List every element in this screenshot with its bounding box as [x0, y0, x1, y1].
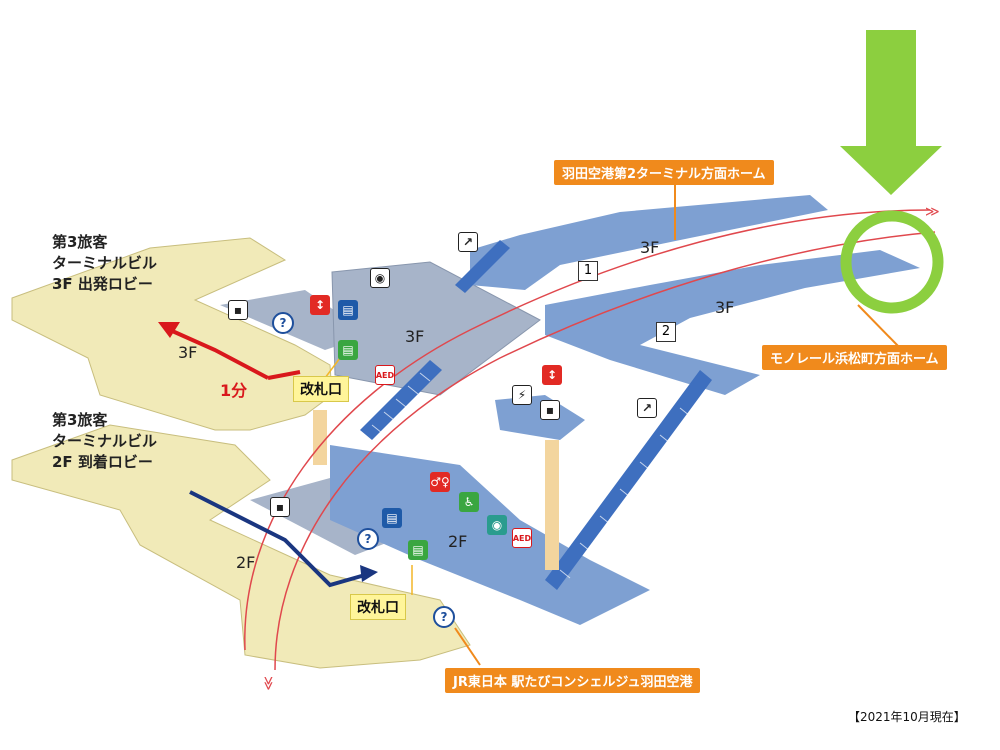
callout-haneda-t2-platform: 羽田空港第2ターミナル方面ホーム: [554, 160, 774, 185]
ticket-office-icon-2f: ▤: [382, 508, 402, 528]
terminal-3f-label: 第3旅客 ターミナルビル 3F 出発ロビー: [52, 232, 157, 295]
track-arrow-top: ≫: [925, 204, 940, 220]
elevator-icon-island: ↕: [542, 365, 562, 385]
ticket-gate-icon-lower: ▤: [408, 540, 428, 560]
outlet-icon: ⚡: [512, 385, 532, 405]
callout-concierge: JR東日本 駅たびコンシェルジュ羽田空港: [445, 668, 701, 693]
floor-label-3f-platform1: 3F: [640, 238, 660, 257]
pillar-left: [313, 410, 327, 465]
escalator-icon-top: ↗: [458, 232, 478, 252]
upper-corridor: [220, 290, 370, 350]
arrival-route-arrowhead: [360, 565, 378, 582]
highlight-arrow-head: [840, 146, 942, 195]
escalator-top: [455, 240, 510, 293]
terminal-2f-label: 第3旅客 ターミナルビル 2F 到着ロビー: [52, 410, 157, 473]
arrival-route-arrow: [189, 490, 366, 588]
escalator-left: [360, 360, 442, 440]
ticket-gate-lower: 改札口: [350, 594, 406, 620]
ticket-office-icon: ▤: [338, 300, 358, 320]
terminal-2f-line3: 2F 到着ロビー: [52, 453, 153, 471]
platform-number-2: 2: [656, 322, 676, 342]
highlight-arrow-shaft: [866, 30, 916, 148]
accessible-toilet-icon: ♿: [459, 492, 479, 512]
info-icon: ?: [272, 312, 294, 334]
ticket-gate-icon-upper: ▤: [338, 340, 358, 360]
terminal-3f-line2: ターミナルビル: [52, 254, 158, 272]
aed-icon-lower: AED: [512, 528, 532, 548]
callout-hamamatsucho-platform: モノレール浜松町方面ホーム: [762, 345, 947, 370]
track-line-inner: [274, 231, 936, 671]
track-arrow-bottom: ≫: [260, 676, 276, 691]
floor-label-2f-left: 2F: [236, 553, 256, 572]
staff-icon-2f: ▪: [270, 497, 290, 517]
escalator-right: [545, 370, 712, 590]
platform-number-1: 1: [578, 261, 598, 281]
escalator-icon-right: ↗: [637, 398, 657, 418]
floor-label-2f-mid: 2F: [448, 532, 468, 551]
concierge-info-icon: ?: [433, 606, 455, 628]
highlight-circle: [840, 210, 944, 314]
staff-icon: ▪: [228, 300, 248, 320]
locker-icon: ◉: [370, 268, 390, 288]
nursing-room-icon: ◉: [487, 515, 507, 535]
walk-route-arrowhead: [158, 322, 180, 338]
walk-time: 1分: [220, 381, 248, 400]
floor-label-3f-center: 3F: [405, 327, 425, 346]
floor-label-3f-platform2: 3F: [715, 298, 735, 317]
elevator-icon: ↕: [310, 295, 330, 315]
concourse-3f: [331, 261, 541, 396]
concourse-2f: [330, 445, 650, 625]
ticket-gate-upper: 改札口: [293, 376, 349, 402]
pillar-right: [545, 440, 559, 570]
meeting-point-icon: ▪: [540, 400, 560, 420]
date-footer: 【2021年10月現在】: [848, 710, 966, 724]
terminal-3f-line1: 第3旅客: [52, 233, 108, 251]
floor-label-3f-left: 3F: [178, 343, 198, 362]
platform-2: [545, 250, 920, 395]
terminal-2f-line1: 第3旅客: [52, 411, 108, 429]
walk-route-arrow: [169, 328, 269, 380]
track-line-outer: [244, 209, 931, 651]
aed-icon-upper: AED: [375, 365, 395, 385]
terminal-3f-line3: 3F 出発ロビー: [52, 275, 153, 293]
platform-1: [470, 195, 828, 290]
info-icon-2f: ?: [357, 528, 379, 550]
terminal-2f-line2: ターミナルビル: [52, 432, 158, 450]
toilet-icon: ♂♀: [430, 472, 450, 492]
